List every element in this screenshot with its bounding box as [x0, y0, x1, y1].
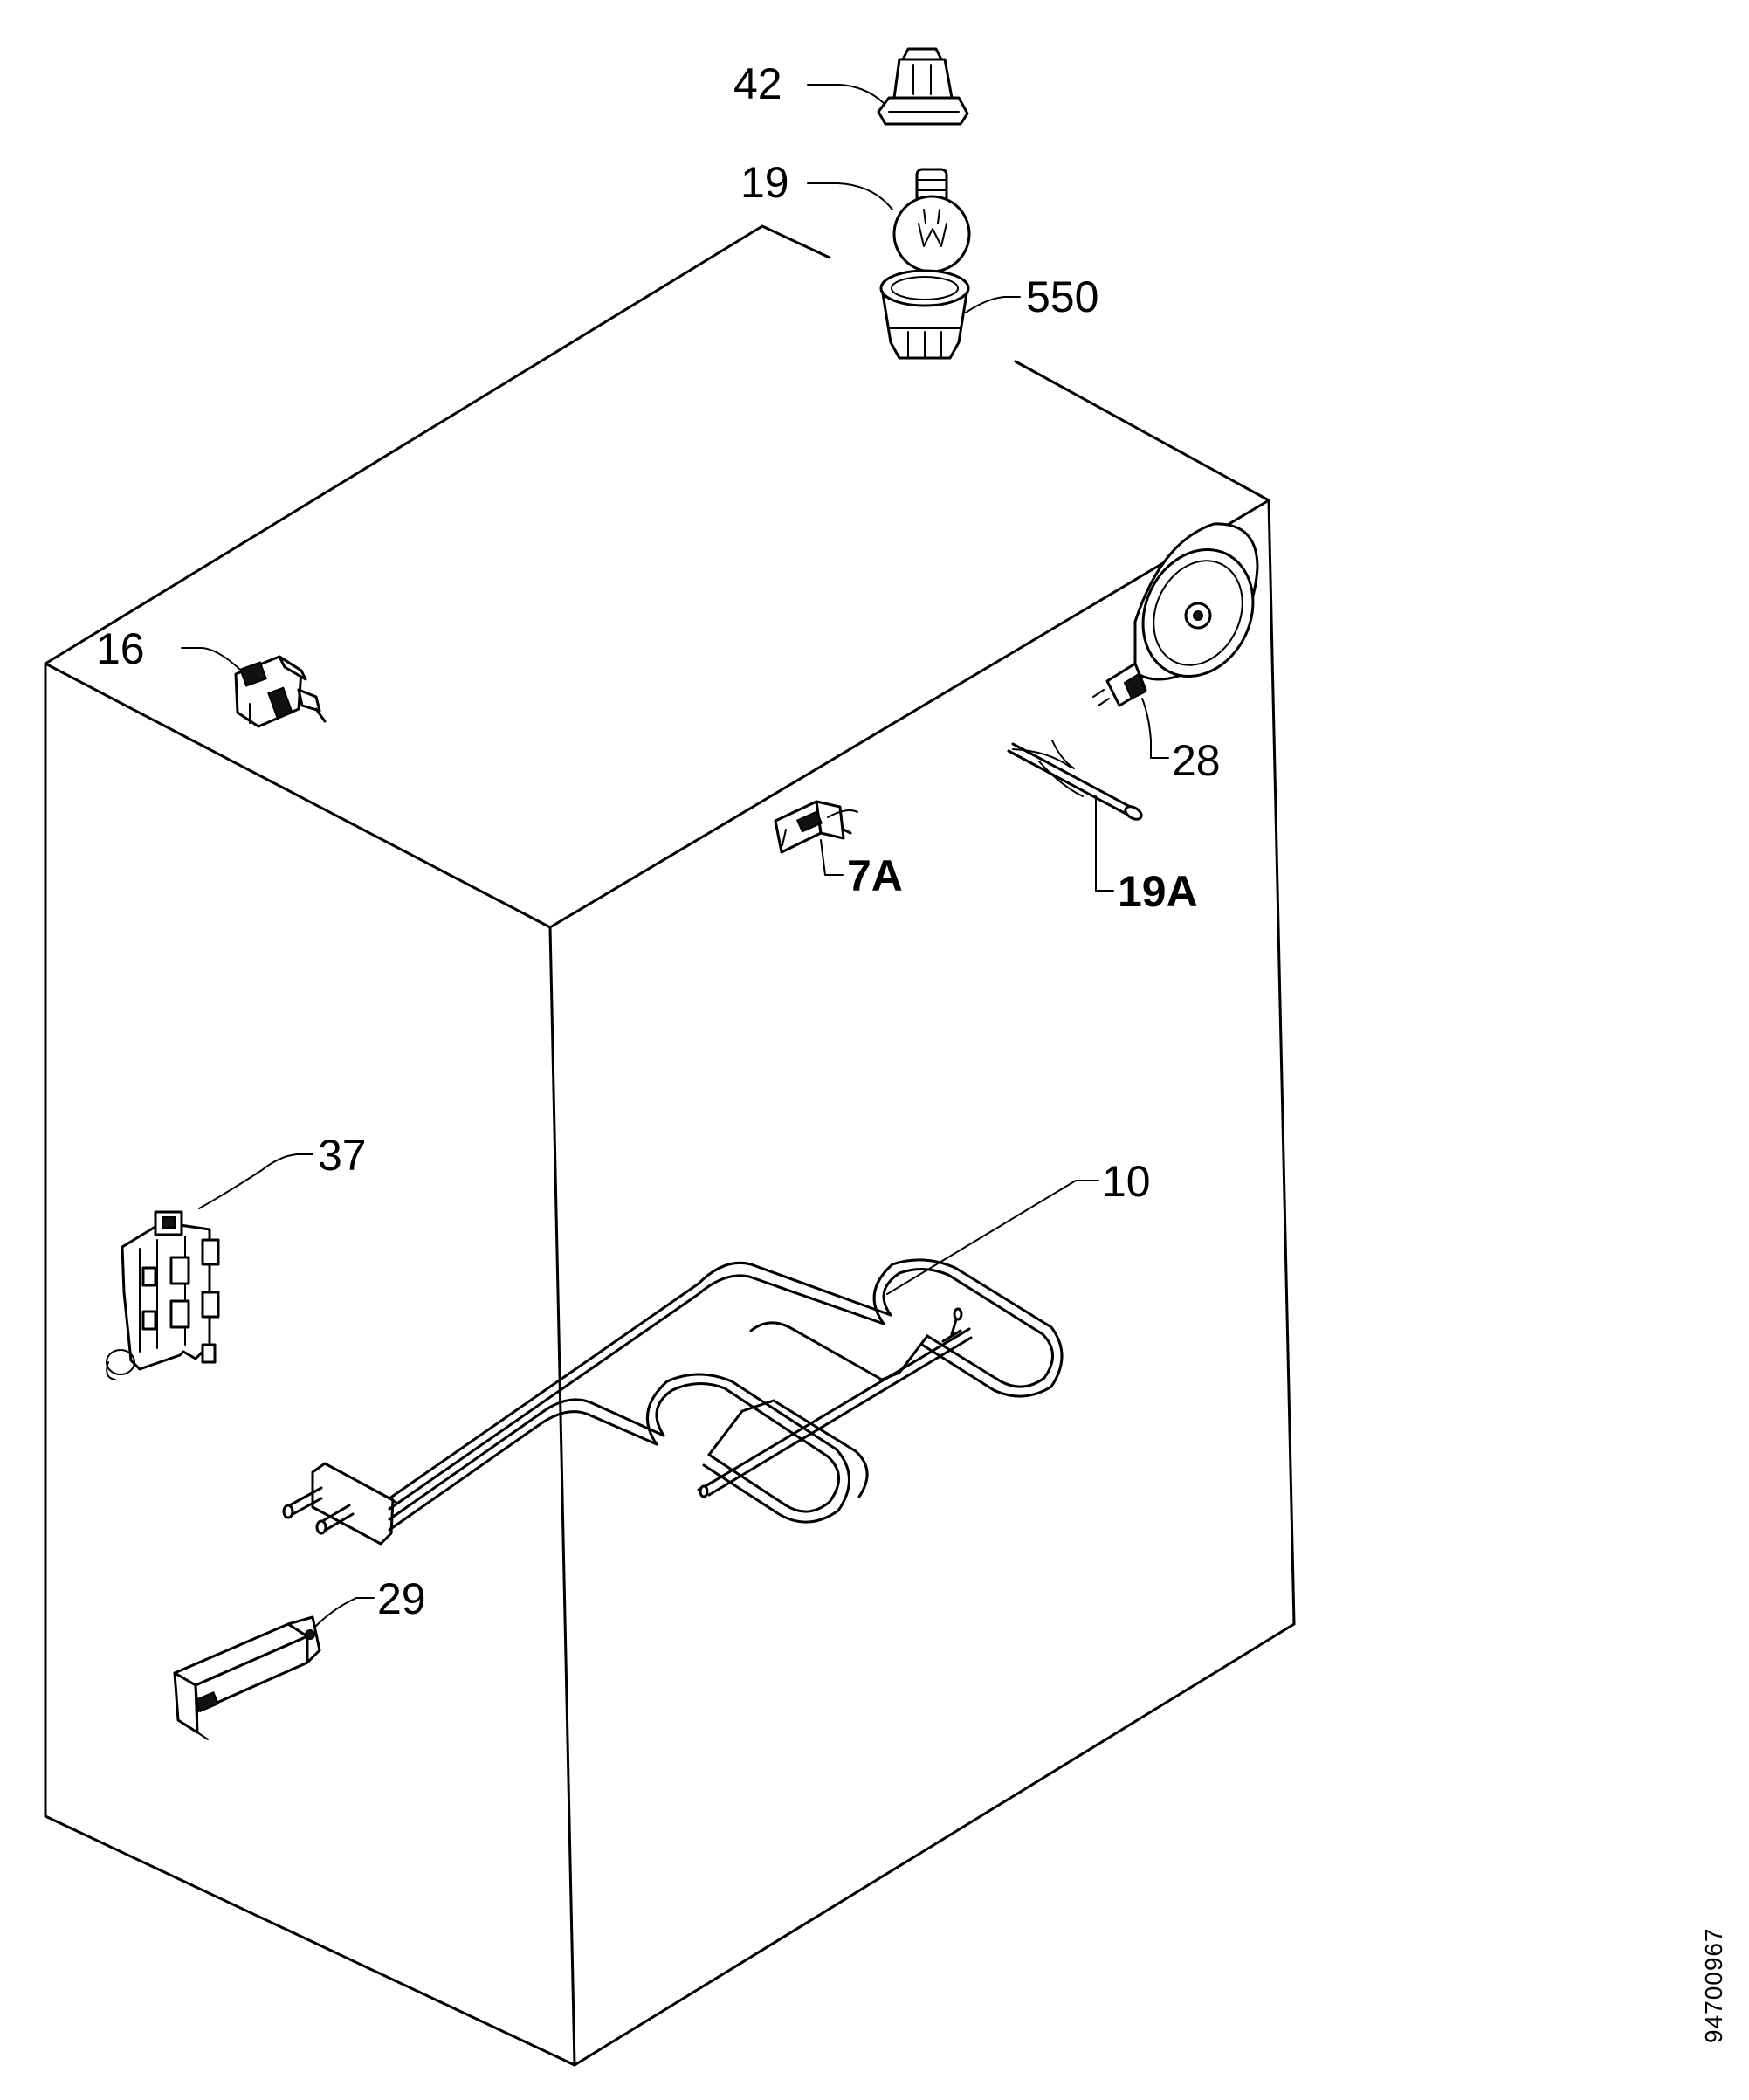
- leader-550: [965, 296, 1021, 313]
- label-29: 29: [377, 1574, 426, 1623]
- switch-part-16: [234, 655, 327, 728]
- label-28: 28: [1172, 736, 1221, 785]
- label-42: 42: [733, 59, 782, 108]
- label-7a: 7A: [847, 851, 903, 900]
- leader-7a: [820, 839, 844, 876]
- sensor-probe-part-19a: [1007, 740, 1143, 821]
- bracket-part-29: [173, 1615, 321, 1740]
- leader-42: [807, 84, 885, 104]
- fan-motor-part-28: [1092, 522, 1259, 707]
- label-10: 10: [1102, 1157, 1151, 1206]
- leader-19a: [1095, 795, 1114, 892]
- label-37: 37: [318, 1131, 367, 1180]
- leader-37: [198, 1153, 313, 1209]
- heating-element-part-10: [282, 1258, 1064, 1546]
- label-19a: 19A: [1118, 867, 1198, 916]
- terminal-block-part-37: [106, 1210, 220, 1380]
- leader-28: [1141, 698, 1169, 759]
- leader-29: [315, 1597, 375, 1627]
- lamp-bulb-part-19: [892, 168, 971, 273]
- leader-16: [181, 647, 240, 670]
- label-19: 19: [740, 158, 789, 207]
- label-16: 16: [96, 624, 145, 673]
- leader-10: [886, 1180, 1099, 1295]
- lamp-holder-part-550: [879, 269, 970, 360]
- leader-19: [807, 182, 893, 210]
- microswitch-part-7a: [774, 800, 858, 854]
- lamp-cap-part-42: [877, 47, 969, 126]
- reference-code: 94700967: [1700, 1927, 1727, 2043]
- label-550: 550: [1026, 272, 1098, 321]
- oven-cabinet: [44, 224, 1296, 2067]
